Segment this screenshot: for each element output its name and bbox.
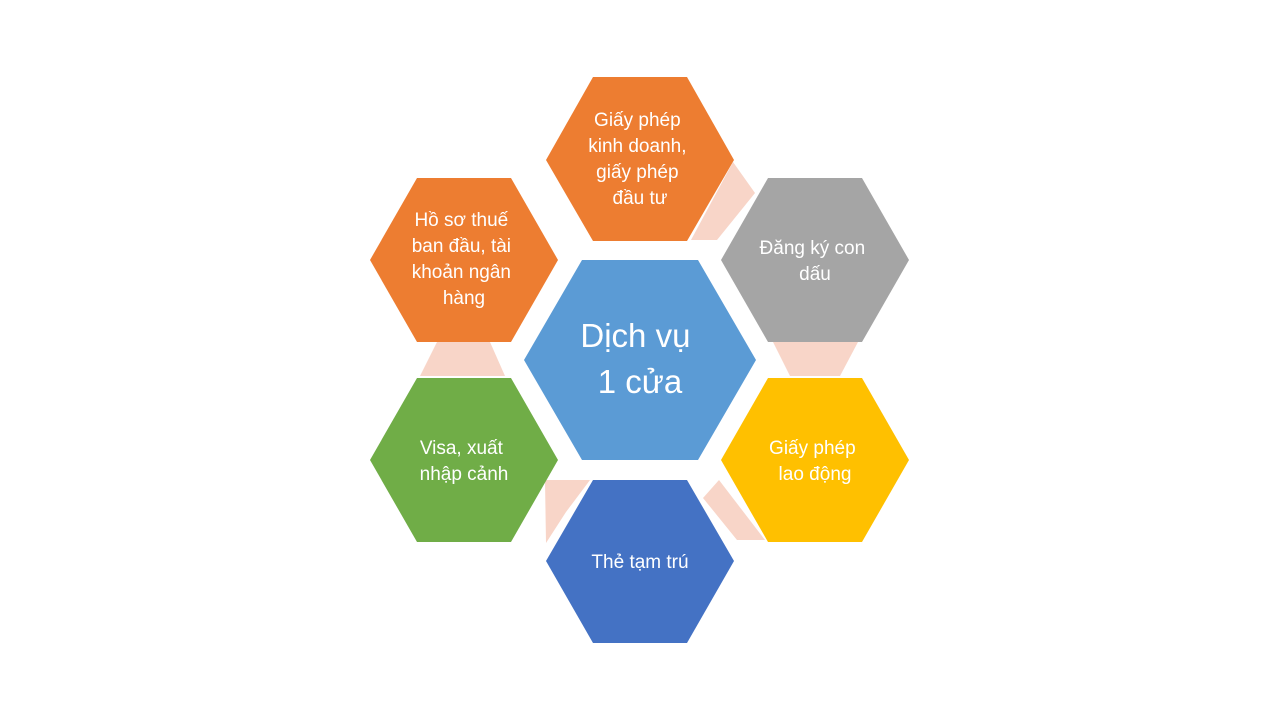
hexagon-visa-immigration <box>370 378 558 542</box>
tax-bank-label: Hồ sơ thuế ban đầu, tài khoản ngân hàng <box>412 210 517 309</box>
center-label-line: 1 cửa <box>598 363 683 400</box>
hexagon-seal-registration <box>721 178 909 342</box>
tax-bank-label-line: ban đầu, tài <box>412 236 511 257</box>
hexagon-business-license <box>546 77 734 241</box>
connector-business-to-seal <box>691 162 755 240</box>
tax-bank-label-line: hàng <box>443 288 485 309</box>
temporary-residence-card-label: Thẻ tạm trú <box>591 552 688 573</box>
visa-immigration-label-line: nhập cảnh <box>420 464 509 485</box>
temporary-residence-card-label-line: Thẻ tạm trú <box>591 552 688 573</box>
business-license-label-line: đầu tư <box>613 188 668 209</box>
hexagon-work-permit <box>721 378 909 542</box>
work-permit-label: Giấy phép lao động <box>769 438 861 485</box>
business-license-label-line: giấy phép <box>596 162 678 183</box>
connector-seal-to-workpermit <box>773 342 858 376</box>
connector-visa-to-tax <box>420 342 505 376</box>
center-label: Dịch vụ 1 cửa <box>580 317 699 400</box>
visa-immigration-label: Visa, xuất nhập cảnh <box>420 438 509 485</box>
hexagon-tax-bank <box>370 178 558 342</box>
center-label-line: Dịch vụ <box>580 317 690 354</box>
tax-bank-label-line: khoản ngân <box>412 262 511 283</box>
connectors <box>420 162 858 543</box>
seal-registration-label-line: dấu <box>799 264 831 285</box>
labels: Dịch vụ 1 cửa Giấy phép kinh doanh, giấy… <box>412 110 871 573</box>
connector-card-to-visa <box>545 480 590 543</box>
work-permit-label-line: Giấy phép <box>769 438 856 459</box>
connector-workpermit-to-card <box>703 480 765 540</box>
visa-immigration-label-line: Visa, xuất <box>420 438 504 459</box>
hexagon-temporary-residence-card <box>546 480 734 643</box>
seal-registration-label-line: Đăng ký con <box>760 238 866 259</box>
seal-registration-label: Đăng ký con dấu <box>760 238 871 285</box>
business-license-label-line: Giấy phép <box>594 110 681 131</box>
business-license-label: Giấy phép kinh doanh, giấy phép đầu tư <box>588 110 692 209</box>
business-license-label-line: kinh doanh, <box>588 136 686 157</box>
work-permit-label-line: lao động <box>779 464 852 485</box>
tax-bank-label-line: Hồ sơ thuế <box>414 210 508 231</box>
center-hexagon <box>524 260 756 460</box>
hexagons <box>370 77 909 643</box>
